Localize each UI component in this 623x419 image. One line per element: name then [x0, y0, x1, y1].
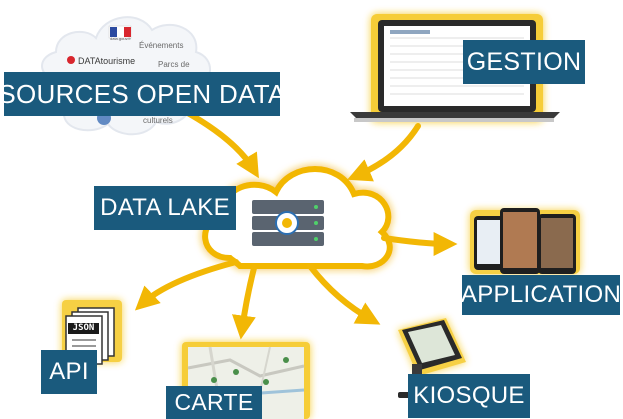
- cloud-text-culturels: culturels: [143, 116, 173, 125]
- arrow-gestion-to-datalake: [347, 123, 421, 182]
- label-application: APPLICATION: [461, 275, 621, 315]
- arrow-datalake-to-application: [381, 231, 458, 256]
- arrow-sources-to-datalake: [183, 109, 259, 179]
- cloud-text-evenements: Événements: [139, 41, 184, 50]
- json-tag: JSON: [68, 323, 99, 334]
- label-gestion: GESTION: [463, 40, 585, 84]
- arrow-datalake-to-carte: [232, 265, 257, 340]
- mobile-devices-icon: [470, 208, 580, 274]
- cloud-text-gouv: data.gouv.fr: [110, 36, 131, 41]
- cloud-text-datatourisme: DATAtourisme: [78, 56, 136, 66]
- label-kiosque: KIOSQUE: [408, 374, 530, 418]
- cloud-text-parcs: Parcs de: [158, 60, 190, 69]
- arrow-datalake-to-kiosque: [307, 263, 381, 325]
- label-api: API: [41, 350, 97, 394]
- arrow-datalake-to-api: [134, 259, 239, 311]
- label-sources-open-data: SOURCES OPEN DATA: [0, 72, 285, 116]
- label-data-lake: DATA LAKE: [94, 186, 236, 230]
- server-icon: [252, 200, 324, 246]
- label-carte: CARTE: [166, 386, 262, 419]
